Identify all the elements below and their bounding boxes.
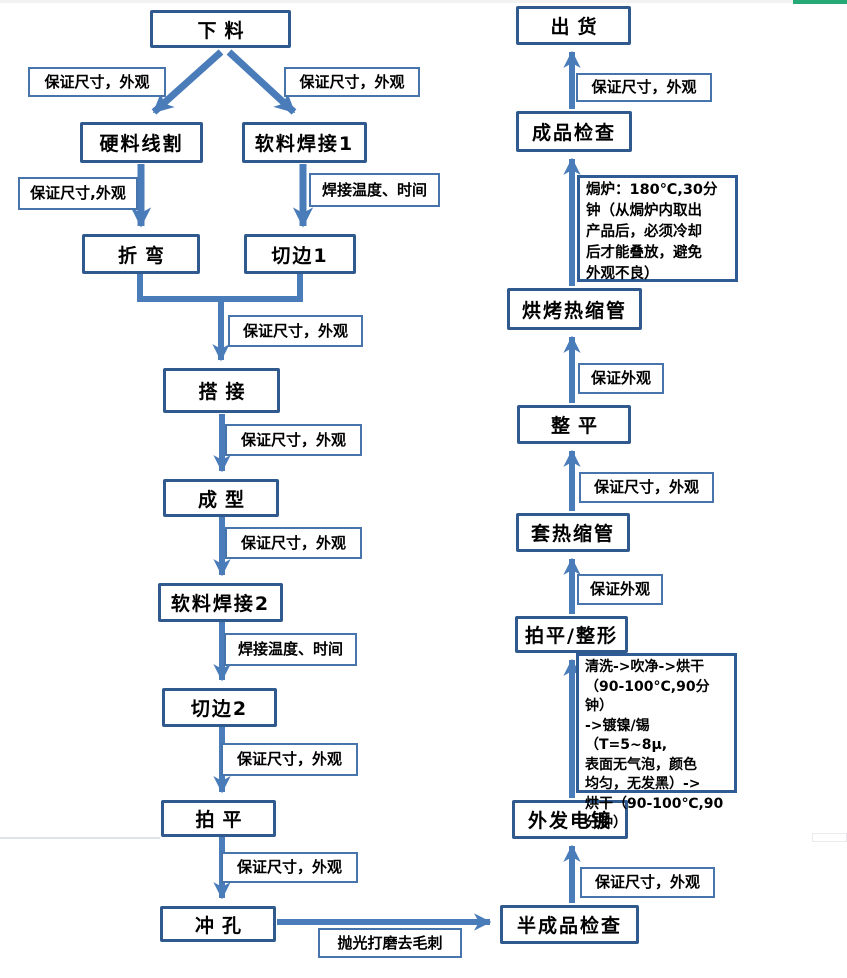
- green-accent-bar: [793, 0, 847, 4]
- node-flatten-reshape: 拍平/整形: [515, 616, 628, 653]
- label-ensure-appearance-1: 保证外观: [577, 574, 663, 605]
- node-bend: 折弯: [82, 234, 200, 274]
- node-trim-1: 切边1: [244, 234, 356, 274]
- node-outsourced-plating: 外发电镀: [512, 800, 628, 839]
- label-ensure-size-appearance-9: 保证尺寸，外观: [580, 867, 715, 898]
- label-ensure-size-appearance-6: 保证尺寸，外观: [225, 527, 362, 559]
- label-ensure-size-appearance-1: 保证尺寸，外观: [28, 67, 166, 97]
- node-bake-heat-shrink-tube: 烘烤热缩管: [507, 288, 642, 330]
- page-break-line-left: [0, 837, 160, 839]
- label-welding-temp-time-1: 焊接温度、时间: [309, 173, 440, 207]
- label-ensure-size-appearance-3: 保证尺寸,外观: [18, 177, 138, 210]
- node-flatten: 拍平: [161, 800, 276, 837]
- label-ensure-size-appearance-5: 保证尺寸，外观: [225, 424, 362, 456]
- node-lap-joint: 搭接: [163, 368, 280, 413]
- label-ensure-size-appearance-10: 保证尺寸，外观: [579, 472, 714, 503]
- label-ensure-size-appearance-2: 保证尺寸，外观: [284, 67, 420, 97]
- node-leveling: 整平: [517, 405, 631, 444]
- node-punching: 冲孔: [160, 906, 276, 942]
- node-forming: 成型: [163, 479, 279, 517]
- top-gray-bar: [0, 0, 847, 3]
- note-oven-baking: 焗炉：180℃,30分 钟（从焗炉内取出 产品后，必须冷却 后才能叠放，避免 外…: [577, 175, 738, 282]
- arrow-blanking-to-hard-wire-cut: [151, 49, 224, 115]
- label-ensure-appearance-2: 保证外观: [578, 363, 664, 394]
- label-ensure-size-appearance-7: 保证尺寸，外观: [221, 743, 358, 776]
- node-shipment: 出货: [516, 6, 631, 45]
- node-trim-2: 切边2: [162, 688, 277, 727]
- label-ensure-size-appearance-11: 保证尺寸，外观: [576, 73, 712, 102]
- node-sleeve-heat-shrink-tube: 套热缩管: [516, 513, 630, 552]
- label-ensure-size-appearance-4: 保证尺寸，外观: [228, 315, 363, 347]
- merge-connector: [137, 274, 303, 302]
- node-hard-wire-cut: 硬料线割: [80, 122, 203, 163]
- note-plating-process: 清洗->吹净->烘干 （90-100°C,90分钟） ->镀镍/锡（T=5~8μ…: [576, 653, 737, 831]
- node-soft-weld-1: 软料焊接1: [242, 122, 367, 163]
- node-soft-weld-2: 软料焊接2: [158, 583, 283, 622]
- node-blanking: 下料: [150, 10, 291, 48]
- node-finished-inspection: 成品检查: [516, 111, 632, 152]
- label-polish-deburr: 抛光打磨去毛刺: [318, 928, 462, 958]
- arrow-blanking-to-soft-weld-1: [226, 49, 297, 115]
- label-ensure-size-appearance-8: 保证尺寸，外观: [221, 852, 358, 883]
- label-welding-temp-time-2: 焊接温度、时间: [224, 633, 357, 666]
- node-semi-finished-inspection: 半成品检查: [500, 905, 639, 944]
